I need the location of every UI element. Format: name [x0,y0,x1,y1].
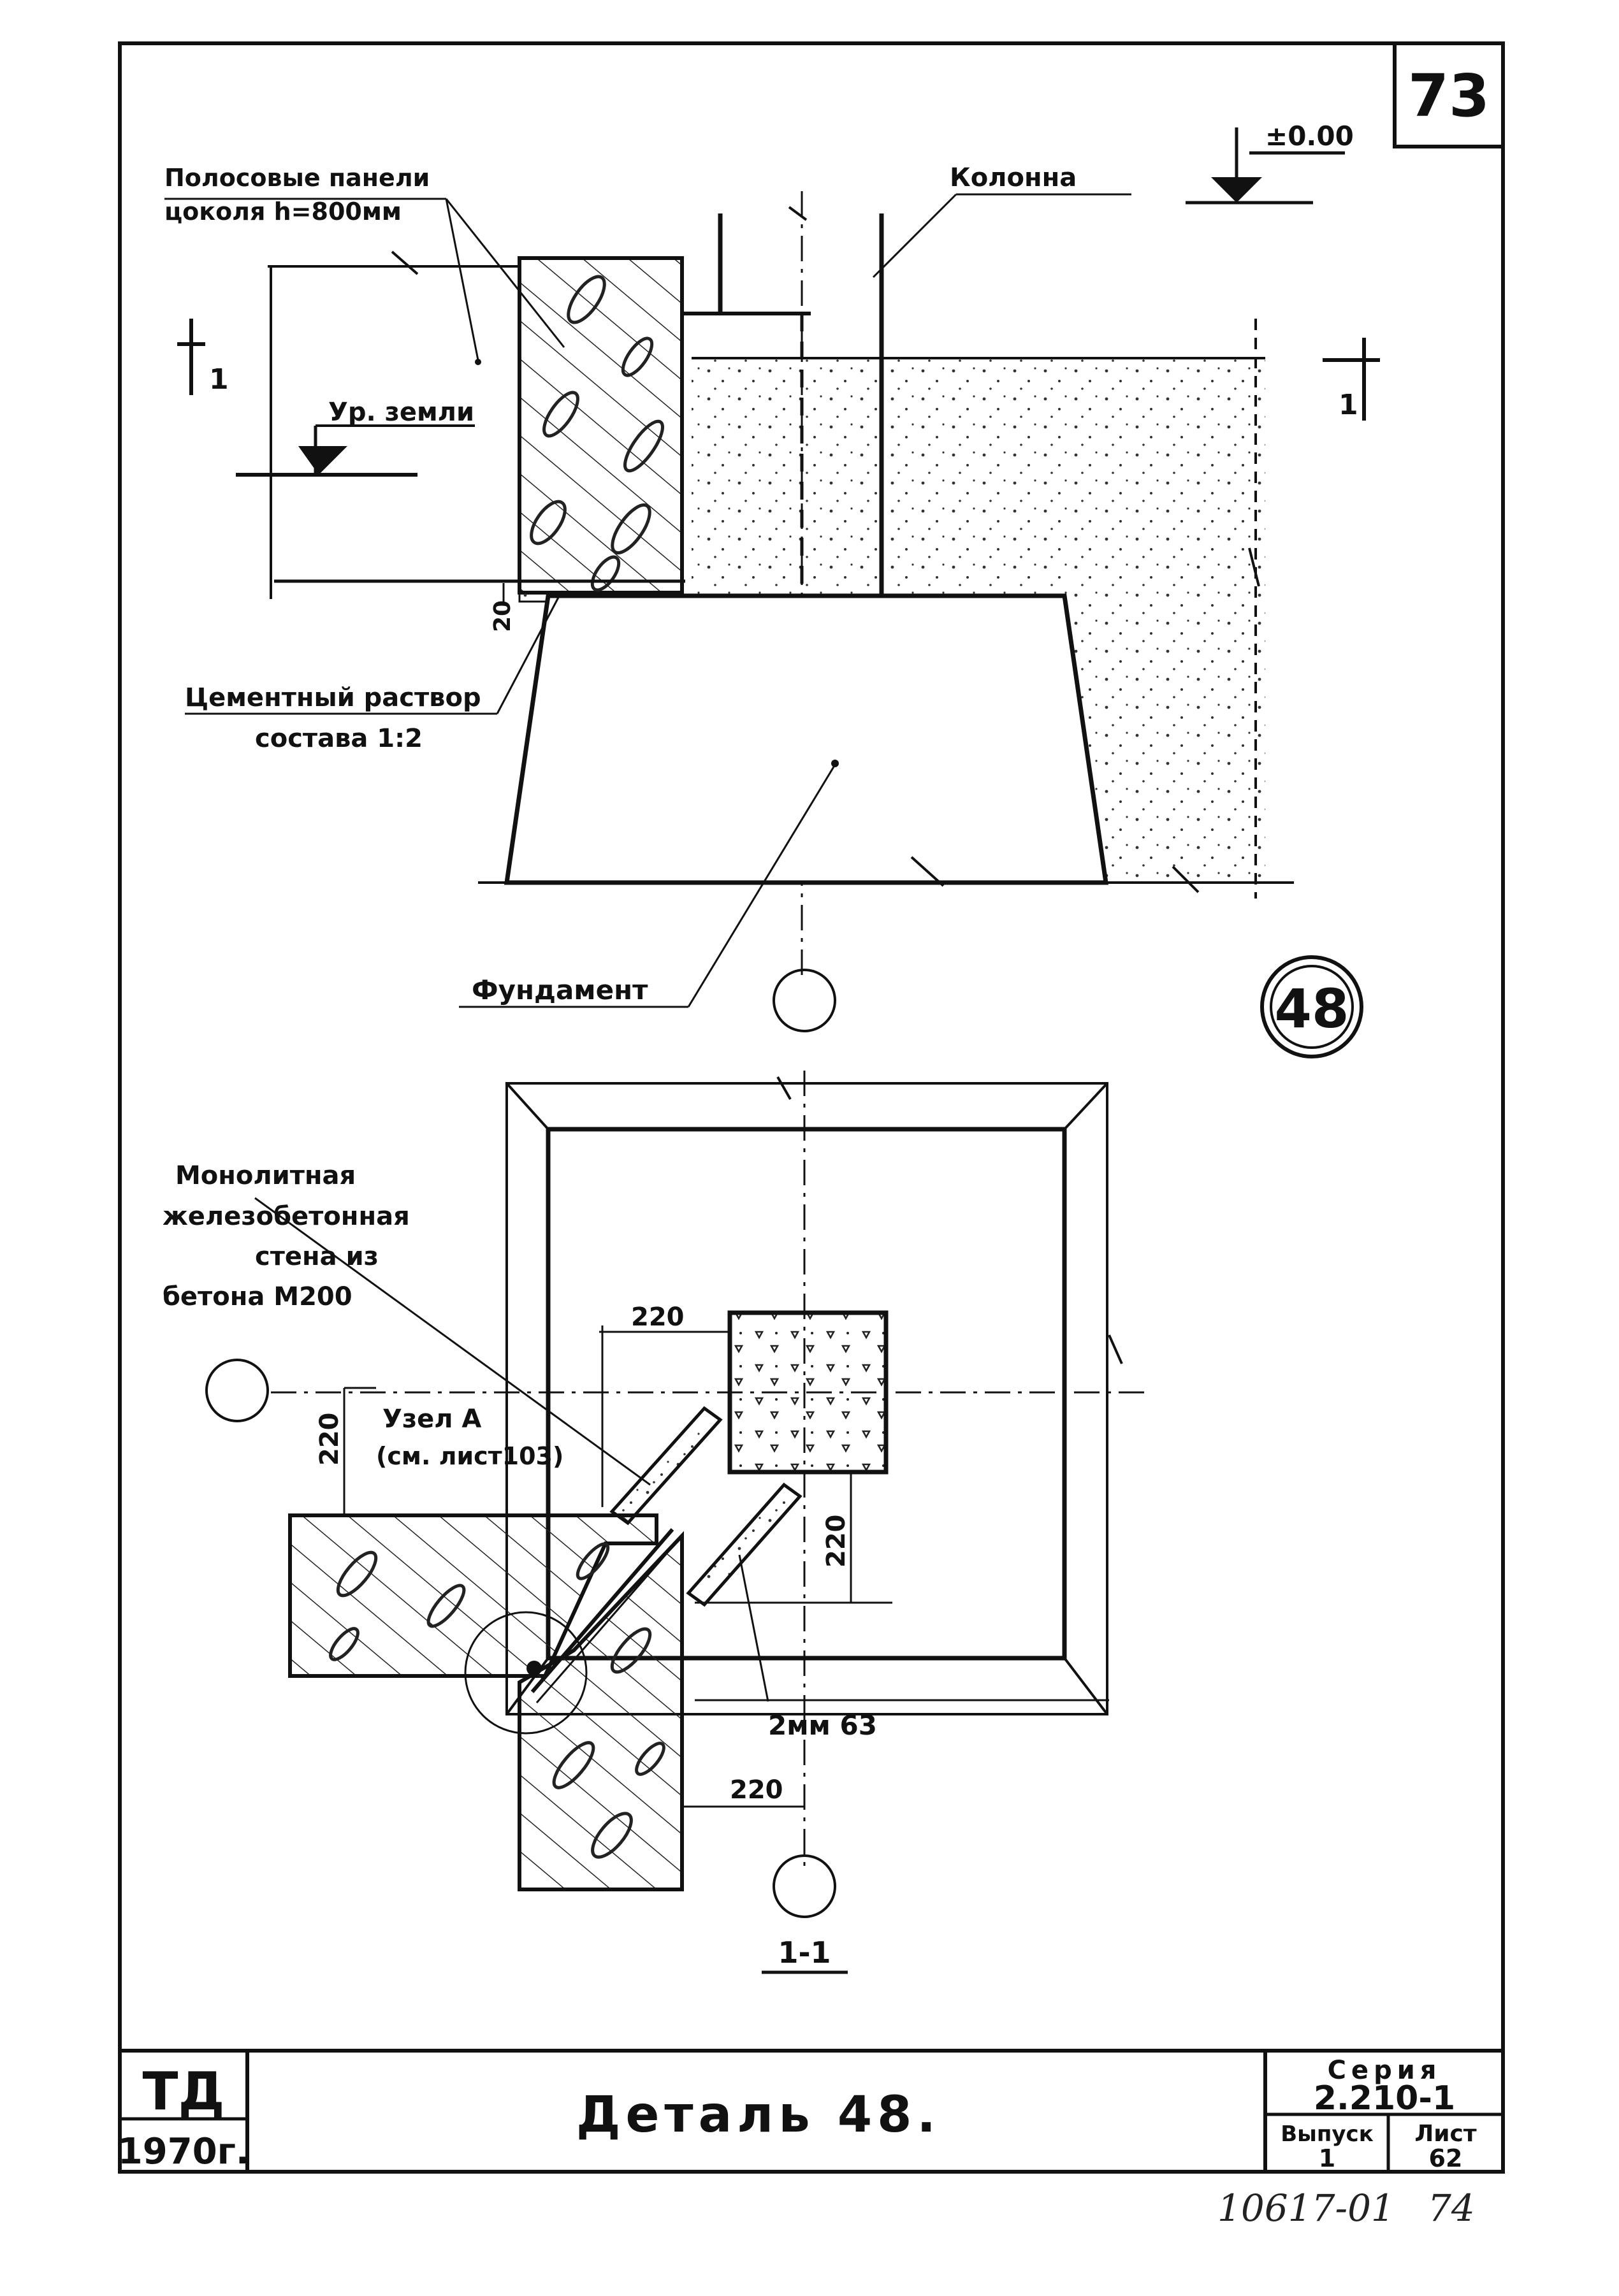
dim-220-left: 220 [315,1413,344,1466]
issue-value: 1 [1319,2144,1335,2172]
drawing-title: Деталь 48. [576,2086,941,2144]
title-block [120,2049,1503,2172]
ground-level-label: Ур. земли [328,398,474,427]
axis-circle-upper [773,969,836,1032]
section-mark-left: 1 [177,319,229,396]
detail-marker-outer [1260,955,1363,1058]
plinth-panels-label-2: цоколя h=800мм [164,198,402,226]
year: 1970г. [118,2131,249,2172]
monolithic-wall-label-2: железобетонная [163,1202,410,1231]
ground-line [236,424,475,477]
sheet-number-box [1393,41,1505,148]
foundation-label: Фундамент [472,974,648,1006]
plan-column [727,1310,889,1475]
foundation [504,593,1109,885]
org-code: ТД [143,2061,225,2122]
section-mark-right: 1 [1323,338,1380,421]
sheet-value: 62 [1429,2144,1463,2172]
node-a-circle [464,1611,588,1735]
backfill-soil [692,357,1265,596]
weld-node [526,1661,542,1676]
axis-circle-left [205,1359,269,1422]
monolithic-wall-label-1: Монолитная [175,1161,356,1190]
dim-gap-20: 20 [490,600,516,632]
foundation-plan [505,1076,1123,1715]
sheet-number: 73 [1408,62,1490,130]
column-label: Колонна [950,163,1077,192]
monolithic-wall-label-4: бетона М200 [163,1282,352,1311]
plinth-panels-label-1: Полосовые панели [164,164,430,192]
axis-circle-bottom [773,1854,836,1918]
detail-marker-inner [1270,965,1354,1049]
series-value: 2.210-1 [1314,2079,1455,2118]
panel-aggregate [530,275,664,592]
monolithic-wall-label-3: стена из [255,1242,379,1271]
connecting-angles [530,1406,802,1703]
section-mark-left-text: 1 [209,363,229,396]
backfill-soil-side [1064,596,1265,883]
dim-220-top: 220 [631,1303,685,1332]
dim-220-right: 220 [822,1515,851,1568]
wall-aggregate [329,1542,665,1859]
node-a-label-1: Узел А [382,1404,481,1434]
detail-number: 48 [1275,978,1349,1040]
issue-label: Выпуск [1281,2121,1374,2147]
sheet-label: Лист [1414,2121,1476,2147]
plan-dimensions [254,1197,1109,1808]
section-mark-right-text: 1 [1339,389,1358,421]
level-mark-text: ±0.00 [1265,120,1354,152]
level-mark: ±0.00 [1186,120,1354,205]
angle-bars-label: 2мм 63 [768,1710,877,1741]
page-number: 74 [1428,2186,1475,2230]
archive-number: 10617-01 [1217,2186,1395,2230]
cement-mortar-label-2: состава 1:2 [255,724,423,753]
series-label: Серия [1328,2056,1442,2085]
node-a-label-2: (см. лист103) [376,1442,563,1470]
section-label: 1-1 [778,1935,831,1970]
cement-mortar-label-1: Цементный раствор [185,683,481,712]
dim-220-bottom: 220 [730,1775,783,1805]
wall-vertical [518,1531,684,1891]
outer-frame [118,41,1505,2174]
leader-lines-upper [164,193,1131,1008]
